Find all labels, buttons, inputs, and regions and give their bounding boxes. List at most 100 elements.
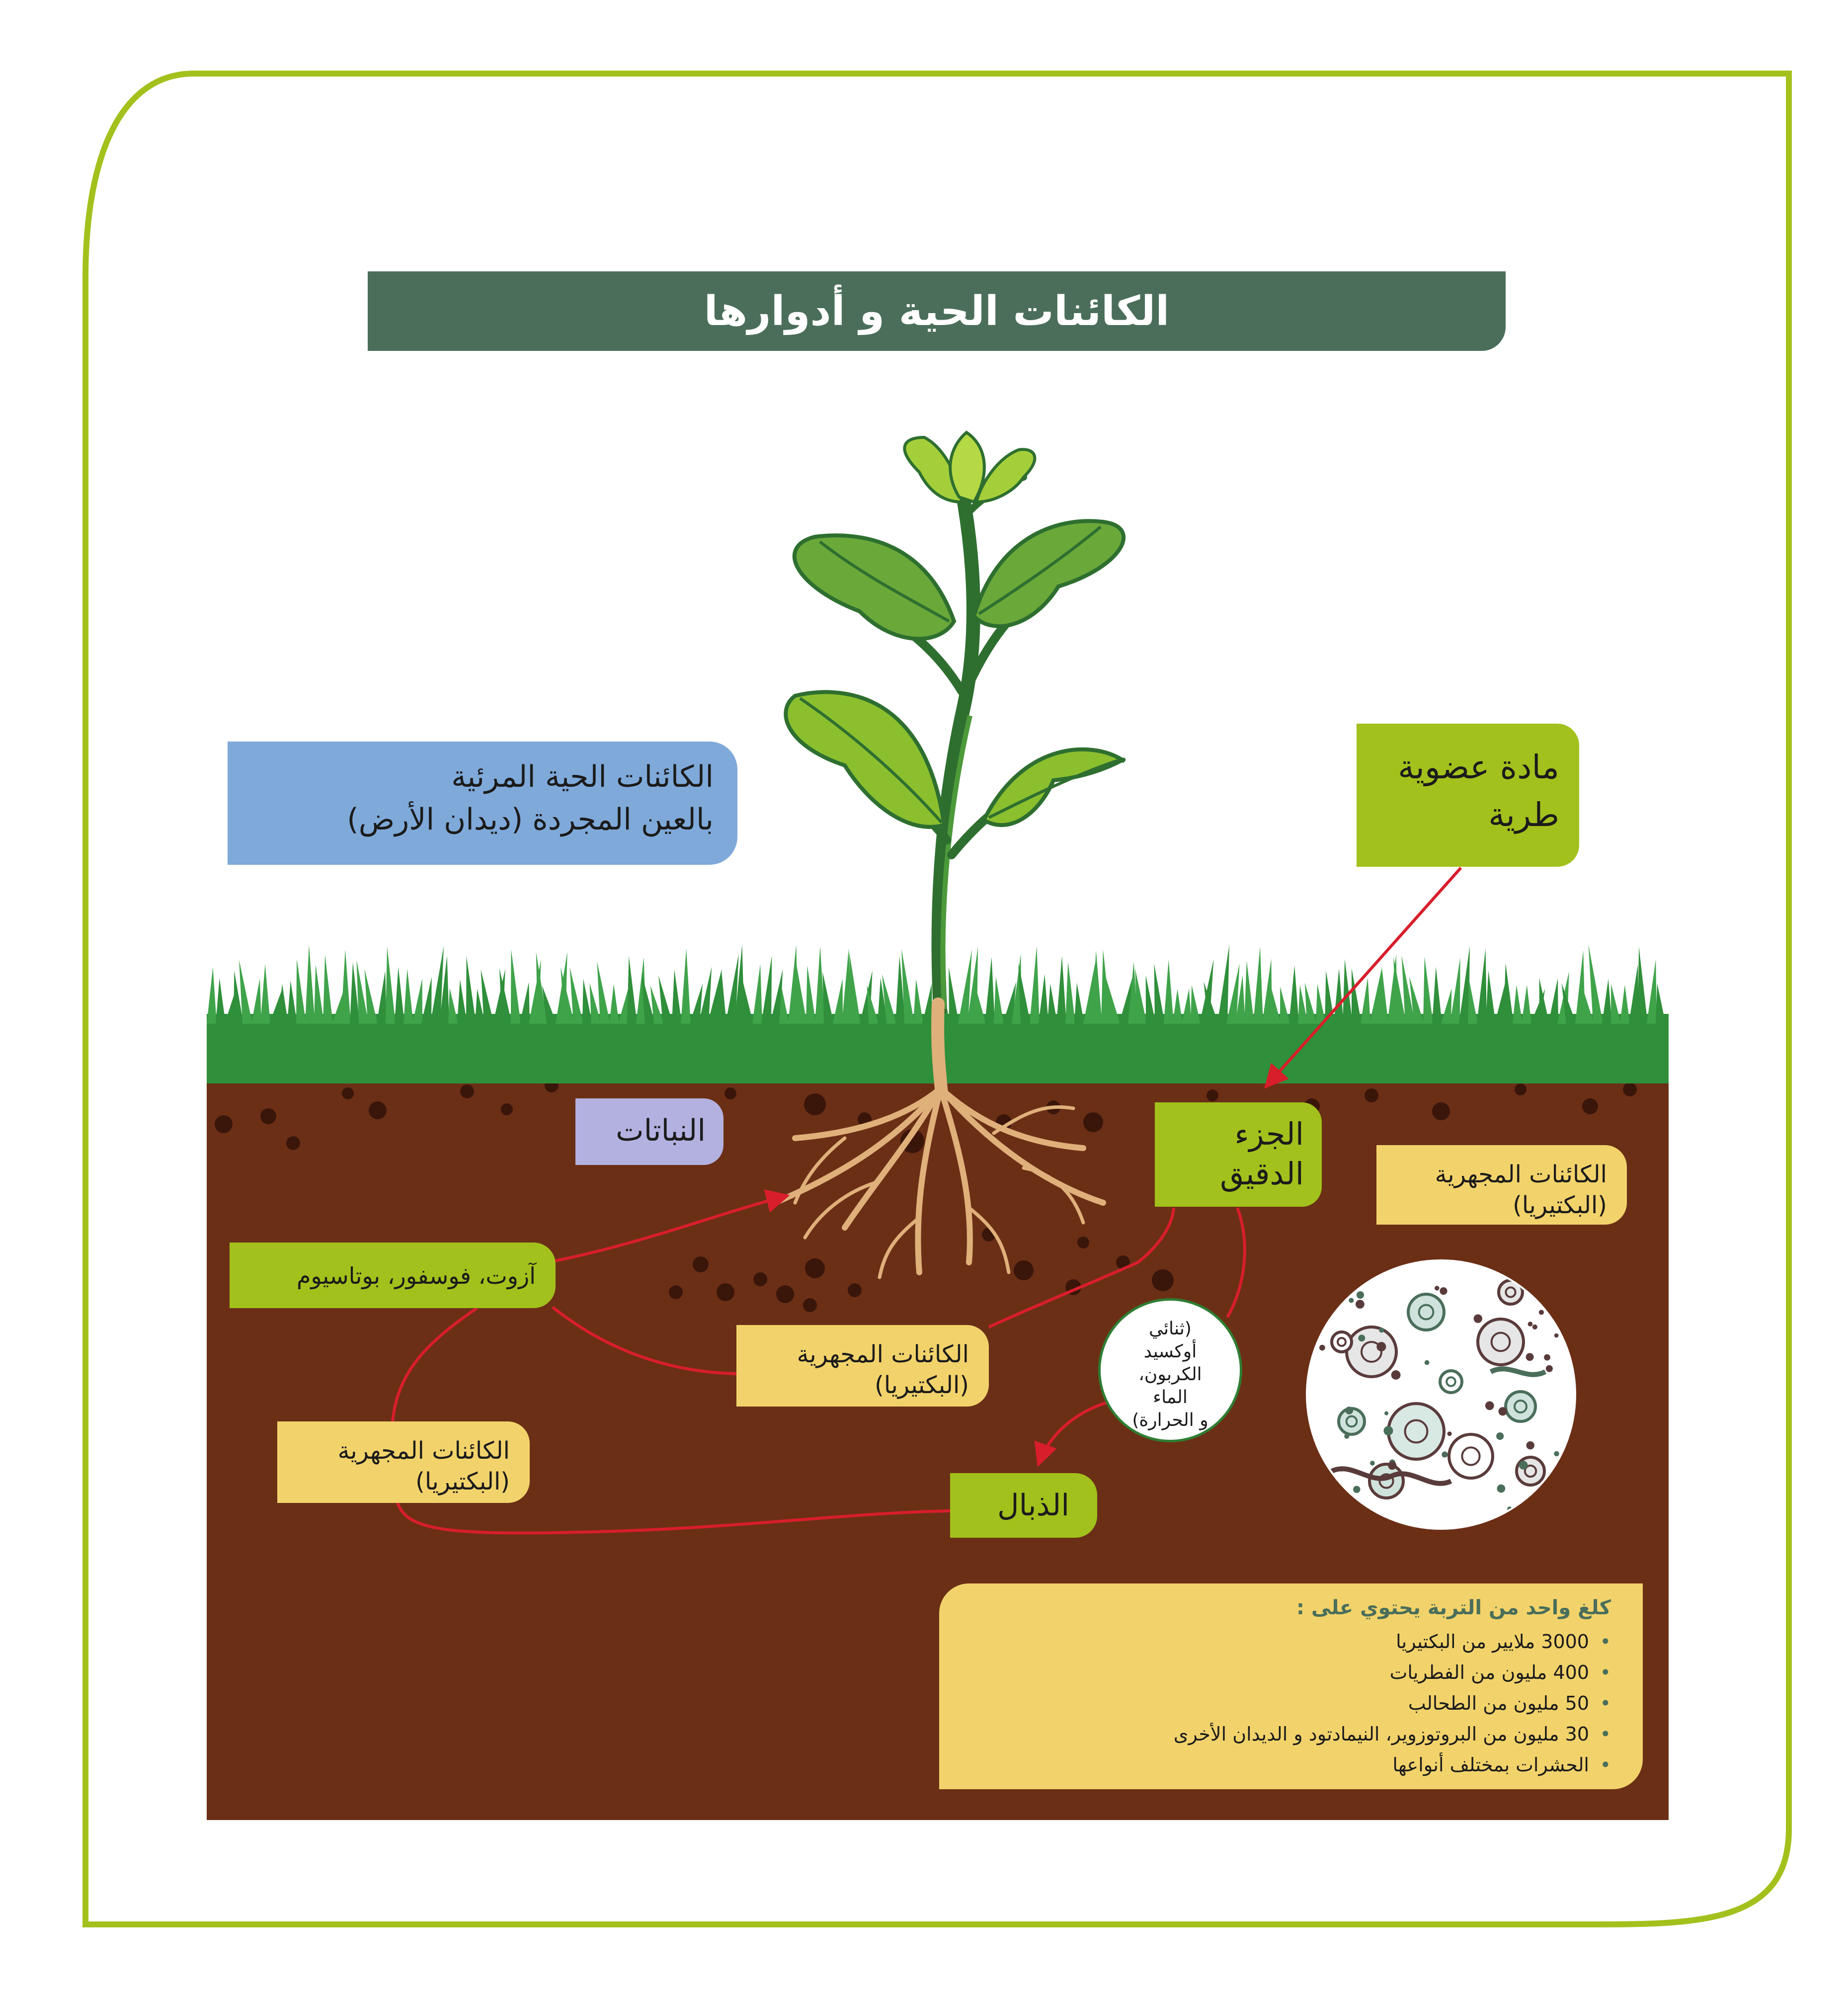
microbe xyxy=(1368,1463,1405,1499)
microbe-dot xyxy=(1319,1344,1325,1351)
microbe-nucleus xyxy=(1418,1304,1435,1321)
grass-blade xyxy=(779,987,789,1024)
microbe-dot xyxy=(1519,1461,1528,1470)
microbe xyxy=(1407,1293,1446,1331)
grass-blade xyxy=(1409,976,1424,1024)
grass-blade xyxy=(895,956,905,1024)
grass-blade xyxy=(849,952,861,1024)
grass-blade xyxy=(1173,989,1183,1024)
grass-blade xyxy=(658,975,673,1024)
grass-blade xyxy=(734,944,744,1024)
grass-blade xyxy=(421,977,432,1024)
microbe-dot xyxy=(1538,1310,1544,1315)
grass-blade xyxy=(1304,983,1317,1024)
grass-blade xyxy=(1588,944,1603,1024)
grass-blade xyxy=(1056,956,1066,1024)
soil-pebble xyxy=(693,1256,709,1272)
grass-blade xyxy=(1343,959,1353,1024)
grass-blade xyxy=(1191,985,1201,1024)
grass-blade xyxy=(1459,946,1470,1024)
grass-blade xyxy=(958,949,972,1024)
soil-pebble xyxy=(1077,1237,1089,1248)
root xyxy=(772,1085,944,1206)
grass-blade xyxy=(1611,984,1621,1024)
grass-blade xyxy=(1135,968,1147,1024)
soil-pebble xyxy=(369,1101,387,1119)
microbe-dot xyxy=(1442,1451,1448,1458)
soil-pebble xyxy=(1365,1088,1378,1102)
grass-blade xyxy=(1561,983,1576,1024)
grass-blade xyxy=(341,949,351,1024)
microbe-illustrations xyxy=(1318,1279,1559,1511)
microorganisms-label-right: الكائنات المجهرية (البكتيريا) xyxy=(1376,1145,1627,1225)
plant-roots xyxy=(772,997,1106,1279)
grass-blade xyxy=(1369,968,1382,1024)
fine-part-label: الجزء الدقيق xyxy=(1155,1102,1322,1207)
microbe-nucleus xyxy=(1446,1376,1456,1387)
microbe-dot xyxy=(1532,1324,1537,1329)
microbe-dot xyxy=(1473,1314,1483,1323)
grass-blade xyxy=(412,978,422,1024)
grass-blade xyxy=(717,970,726,1024)
bullet-icon: • xyxy=(1600,1631,1611,1653)
grass-blade xyxy=(806,965,816,1024)
grass-blade xyxy=(795,959,807,1024)
grass-blade xyxy=(1039,974,1048,1024)
grass-blade xyxy=(323,954,333,1024)
grass-blade xyxy=(356,960,369,1024)
root xyxy=(915,1085,944,1275)
grass-blade xyxy=(239,959,252,1024)
grass-blade xyxy=(1235,975,1245,1024)
grass-blade xyxy=(788,944,798,1024)
root xyxy=(938,1085,973,1265)
microbe-dot xyxy=(1545,1365,1553,1372)
grass-blade xyxy=(520,982,530,1024)
grass-blade xyxy=(305,945,315,1024)
grass-blade xyxy=(251,978,261,1024)
microbe xyxy=(1439,1369,1463,1394)
grass-blade xyxy=(1226,963,1240,1024)
grass-blade xyxy=(1253,946,1263,1024)
grass-blade xyxy=(278,984,288,1024)
microbe-dot xyxy=(1498,1407,1507,1416)
grass-blade xyxy=(761,955,772,1024)
grass-blade xyxy=(1092,950,1102,1024)
soil-pebble xyxy=(260,1108,276,1124)
microbe-nucleus xyxy=(1490,1331,1511,1352)
microbe-dot xyxy=(1353,1486,1361,1493)
grass-blade xyxy=(725,954,739,1024)
grass-blade xyxy=(833,979,843,1024)
microbe-dot xyxy=(1447,1431,1452,1436)
microbe-dot xyxy=(1527,1322,1533,1327)
grass-blade xyxy=(770,969,783,1024)
root xyxy=(803,1181,877,1240)
grass-blade xyxy=(1575,950,1585,1024)
grass-blade xyxy=(386,946,396,1024)
soil-fact-item: •400 مليون من الفطريات xyxy=(959,1657,1611,1688)
grass-blade xyxy=(569,967,583,1024)
microbe xyxy=(1387,1402,1446,1461)
grass-blade xyxy=(439,955,449,1024)
grass-blade xyxy=(878,978,887,1024)
microbe xyxy=(1476,1318,1525,1366)
microbe-dot xyxy=(1554,1451,1559,1457)
grass-blade xyxy=(815,946,825,1024)
root xyxy=(938,1085,1106,1206)
soil-pebble xyxy=(342,1087,354,1099)
grass-blade xyxy=(1154,963,1165,1024)
soil-pebble xyxy=(460,1084,474,1098)
grass-blade xyxy=(1352,968,1362,1024)
grass-blade xyxy=(1583,988,1594,1024)
microbe-nucleus xyxy=(1345,1415,1358,1428)
soil-pebble xyxy=(1623,1082,1637,1096)
nutrients-label: آزوت، فوسفور، بوتاسيوم xyxy=(230,1243,556,1308)
grass-blade xyxy=(364,969,378,1024)
microbe-dot xyxy=(1526,1441,1534,1450)
grass-blade xyxy=(1629,964,1639,1024)
grass-blade xyxy=(1361,978,1370,1024)
grass-blade xyxy=(448,988,458,1024)
microbe-dot xyxy=(1496,1432,1504,1440)
organic-matter-label: مادة عضوية طرية xyxy=(1357,724,1579,867)
soil-pebble xyxy=(501,1103,513,1115)
